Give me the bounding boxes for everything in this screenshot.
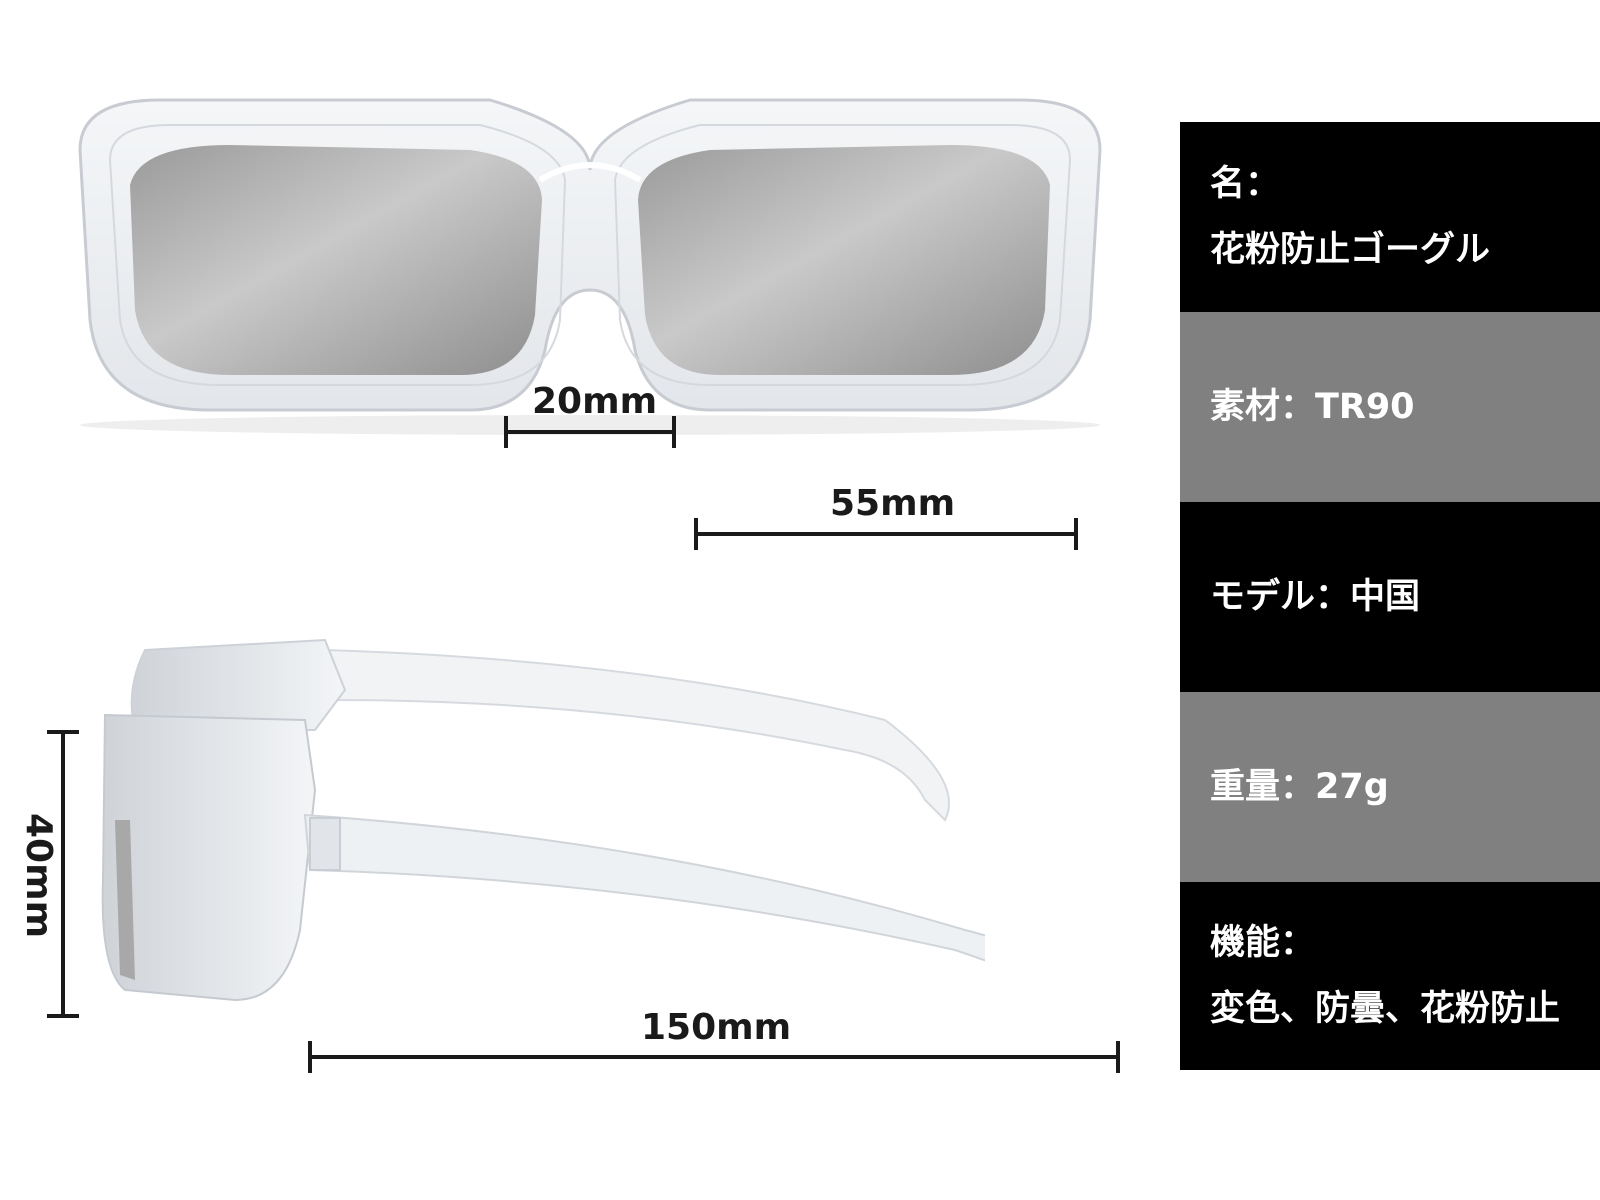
spec-row-function: 機能： 変色、防曇、花粉防止: [1180, 882, 1600, 1070]
spec-row-model: モデル：中国: [1180, 502, 1600, 692]
spec-row-material: 素材：TR90: [1180, 312, 1600, 502]
spec-row-weight: 重量：27g: [1180, 692, 1600, 882]
lens-width-label: 55mm: [830, 483, 956, 524]
temple-length-label: 150mm: [641, 1007, 792, 1048]
spec-row-name: 名： 花粉防止ゴーグル: [1180, 122, 1600, 312]
height-label: 40mm: [18, 813, 59, 939]
spec-material-label: 素材：TR90: [1210, 386, 1415, 427]
spec-name-label: 名：: [1210, 163, 1281, 204]
spec-model-label: モデル：中国: [1210, 576, 1421, 617]
glasses-side-view-icon: [101, 638, 985, 1002]
glasses-front-view-icon: [78, 98, 1102, 435]
spec-weight-label: 重量：27g: [1210, 766, 1389, 807]
spec-function-value: 変色、防曇、花粉防止: [1210, 989, 1561, 1029]
bridge-width-label: 20mm: [532, 381, 658, 422]
spec-panel: 名： 花粉防止ゴーグル 素材：TR90 モデル：中国 重量：27g 機能： 変色…: [1180, 122, 1600, 1070]
spec-function-label: 機能：: [1210, 922, 1316, 963]
spec-name-value: 花粉防止ゴーグル: [1210, 230, 1491, 270]
